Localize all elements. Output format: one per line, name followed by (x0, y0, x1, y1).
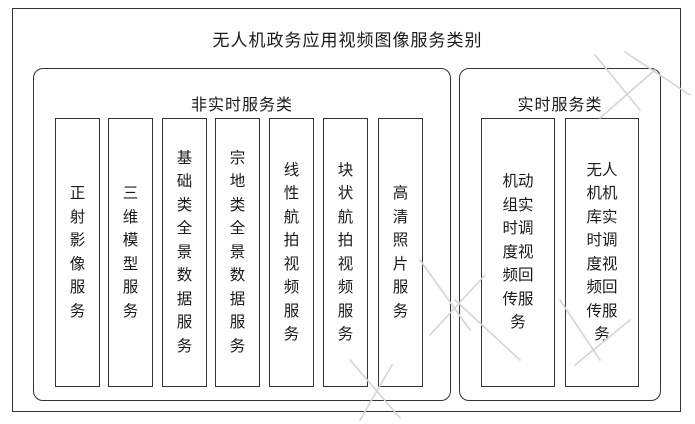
service-box-block-video: 块状航拍视频服务 (323, 118, 368, 387)
service-label: 无人机机库实时调度视频回传服务 (586, 160, 618, 344)
service-label: 机动组实时调度视频回传服务 (502, 172, 534, 332)
service-box-basic-panorama: 基础类全景数据服务 (162, 118, 207, 387)
group-realtime: 实时服务类 (459, 68, 661, 401)
service-label: 正射影像服务 (69, 184, 86, 320)
service-box-mobile-realtime: 机动组实时调度视频回传服务 (481, 118, 555, 387)
service-label: 高清照片服务 (392, 184, 409, 320)
service-box-parcel-panorama: 宗地类全景数据服务 (215, 118, 260, 387)
service-label: 三维模型服务 (122, 184, 139, 320)
service-box-orthophoto: 正射影像服务 (55, 118, 100, 387)
diagram-title: 无人机政务应用视频图像服务类别 (212, 31, 483, 51)
group-realtime-title: 实时服务类 (517, 95, 603, 114)
service-label: 基础类全景数据服务 (176, 148, 193, 355)
service-label: 宗地类全景数据服务 (229, 148, 246, 355)
service-box-hd-photo: 高清照片服务 (378, 118, 423, 387)
service-box-linear-video: 线性航拍视频服务 (269, 118, 314, 387)
group-non-realtime: 非实时服务类 (33, 68, 451, 401)
service-box-3d-model: 三维模型服务 (108, 118, 153, 387)
diagram-frame (12, 8, 681, 412)
service-label: 块状航拍视频服务 (337, 160, 354, 344)
service-label: 线性航拍视频服务 (283, 160, 300, 344)
group-non-realtime-title: 非实时服务类 (190, 95, 293, 114)
service-box-hangar-realtime: 无人机机库实时调度视频回传服务 (565, 118, 639, 387)
